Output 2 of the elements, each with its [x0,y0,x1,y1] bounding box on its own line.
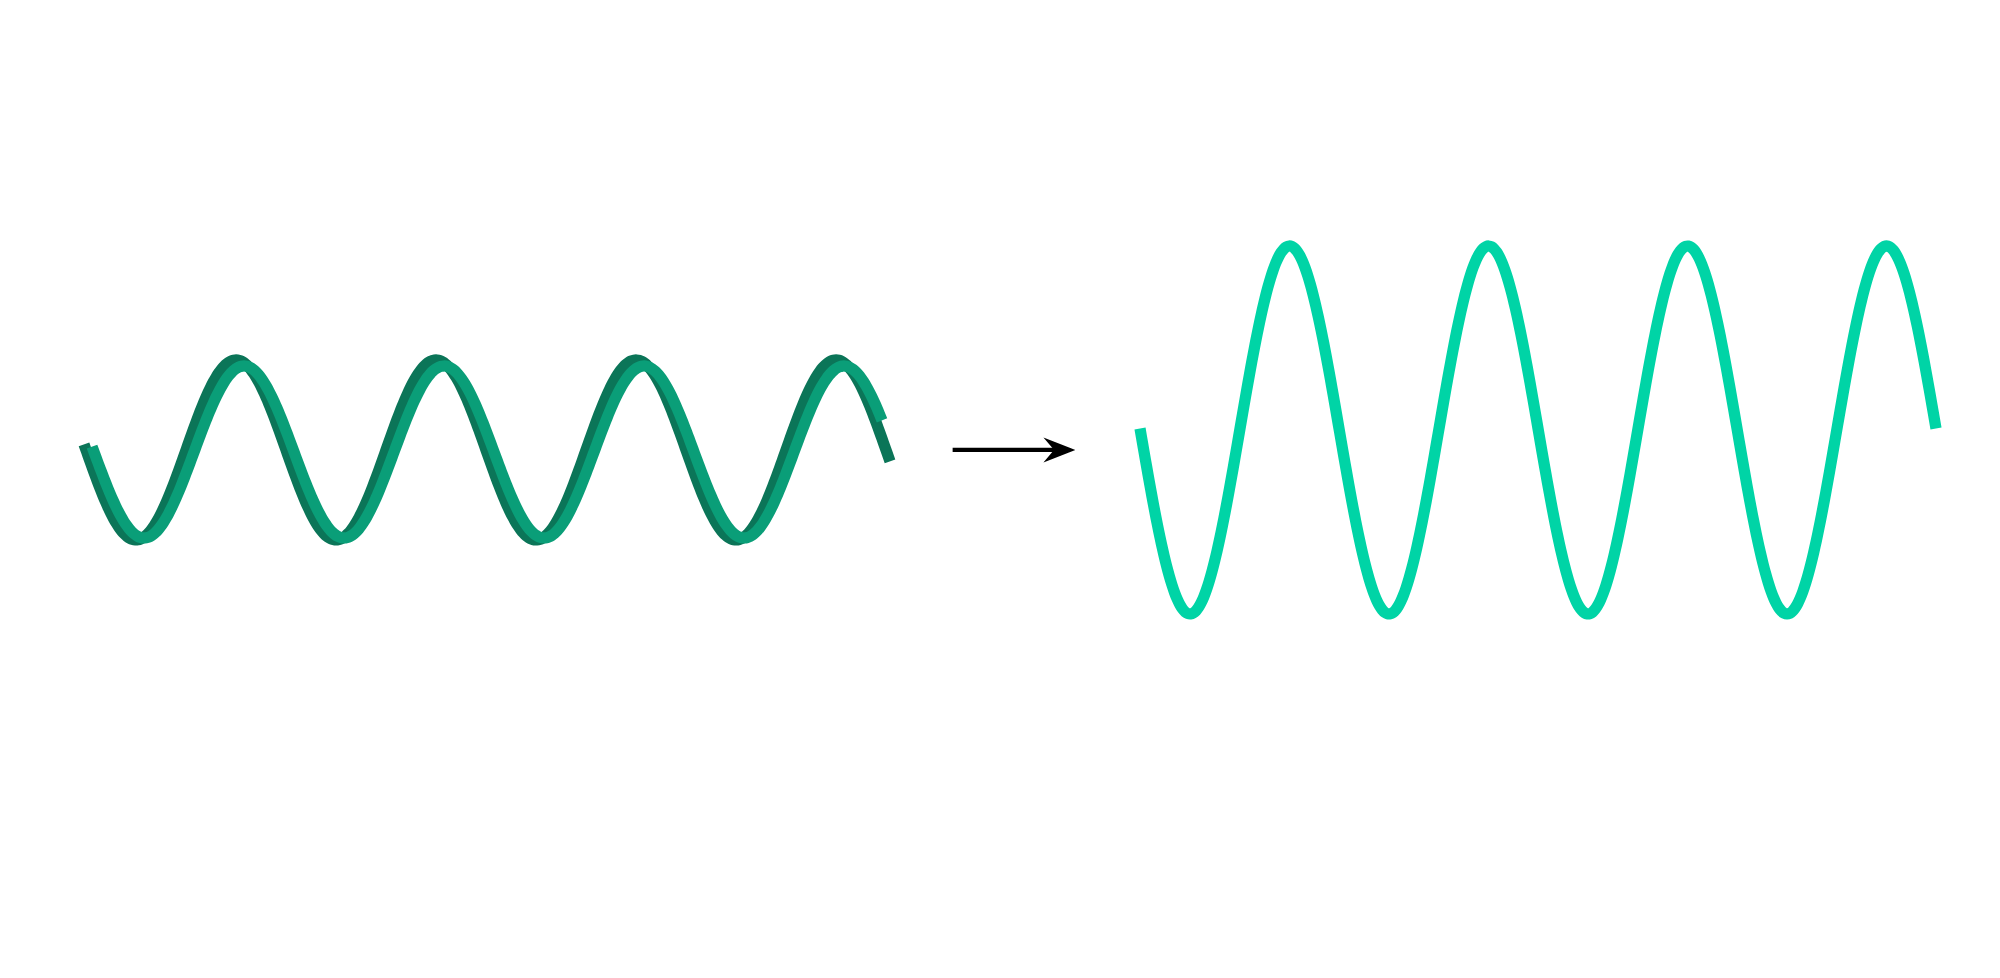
wave-drawing [78,354,896,546]
wave-drawing [1134,240,1942,620]
